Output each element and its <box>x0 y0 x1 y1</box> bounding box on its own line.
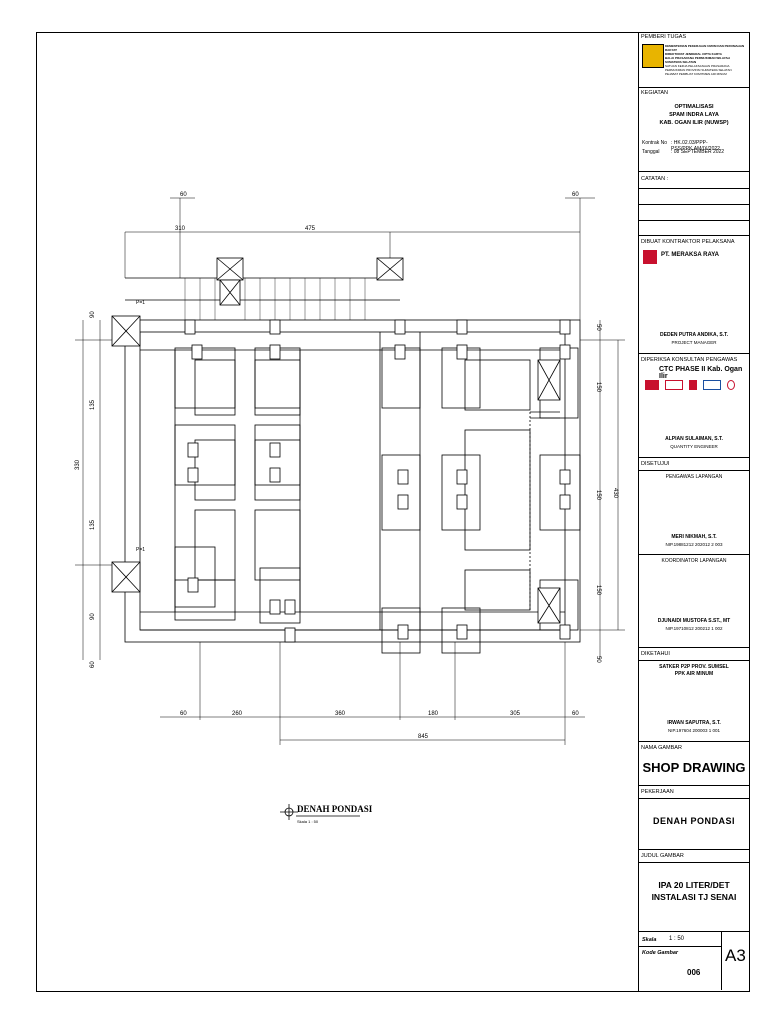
konsultan-role: QUANTITY ENGINEER <box>670 444 718 449</box>
dim-right-5: 150 <box>595 585 601 596</box>
dim-bottom-6: 60 <box>572 711 579 717</box>
dim-bottom-5: 305 <box>510 711 521 717</box>
dim-bottom-1: 60 <box>180 711 187 717</box>
koordinator-label: KOORDINATOR LAPANGAN <box>661 558 727 564</box>
pengawas-nip: NIP.19881212 202012 2 003 <box>665 542 723 547</box>
kode-gambar-value: 006 <box>687 968 701 977</box>
kontraktor-role: PROJECT MANAGER <box>671 340 717 345</box>
dim-left-5: 90 <box>90 613 96 620</box>
diketahui-org-1: SATKER P2P PROV. SUMSEL <box>659 664 729 670</box>
dim-right-1: 50 <box>595 324 601 331</box>
dim-top-left: 60 <box>180 192 187 198</box>
koordinator-name: DJUNAIDI MUSTOFA S.ST., MT <box>657 618 731 624</box>
dim-right-6: 50 <box>595 656 601 663</box>
dim-top-main: 475 <box>305 226 316 232</box>
label-diketahui: DIKETAHUI <box>641 651 670 657</box>
section-nama-gambar: NAMA GAMBAR SHOP DRAWING <box>639 742 749 786</box>
section-skala-kode: Skala 1 : 50 Kode Gambar 006 A3 <box>639 932 749 990</box>
dim-left-1: 90 <box>90 311 96 318</box>
kontrak-value: : HK.02.03/PPP-PSS/PPK.AM/IX/2022 <box>671 140 720 152</box>
koordinator-nip: NIP.19710812 200212 1 002 <box>665 626 723 631</box>
judul-line-2: INSTALASI TJ SENAI <box>651 892 737 902</box>
section-pemberi-tugas: PEMBERI TUGAS KEMENTERIAN PEKERJAAN UMUM… <box>639 32 749 88</box>
dim-right-3: 150 <box>595 490 601 501</box>
section-judul-gambar: JUDUL GAMBAR IPA 20 LITER/DET INSTALASI … <box>639 850 749 932</box>
dim-bottom-total: 845 <box>418 734 429 740</box>
label-disetujui: DISETUJUI <box>641 461 670 467</box>
kontrak-label: Kontrak No <box>642 140 668 146</box>
dim-top-right: 60 <box>572 192 579 198</box>
meraksa-logo-icon <box>643 250 657 264</box>
section-catatan: CATATAN : <box>639 172 749 236</box>
tanggal-value: : 08 SEPTEMBER 2022 <box>671 149 725 155</box>
konsultan-person: ALPIAN SULAIMAN, S.T. <box>665 436 723 442</box>
drawing-sheet-border <box>36 32 750 992</box>
dim-left-4: 135 <box>90 519 96 530</box>
label-kode-gambar: Kode Gambar <box>642 950 679 956</box>
dim-right-4: 430 <box>612 488 618 499</box>
section-disetujui: DISETUJUI PENGAWAS LAPANGAN MERI NIKMAH,… <box>639 458 749 648</box>
label-kontraktor: DIBUAT KONTRAKTOR PELAKSANA <box>641 239 735 245</box>
label-konsultan: DIPERIKSA KONSULTAN PENGAWAS <box>641 357 738 363</box>
dim-bottom-3: 360 <box>335 711 346 717</box>
konsultan-company: CTC PHASE II Kab. Ogan Ilir <box>659 366 743 380</box>
dim-left-3: 330 <box>75 459 81 470</box>
org-line-1: KEMENTERIAN PEKERJAAN UMUM DAN PERUMAHAN… <box>665 44 745 52</box>
judul-line-1: IPA 20 LITER/DET <box>658 880 730 890</box>
section-kegiatan: KEGIATAN OPTIMALISASI SPAM INDRA LAYA KA… <box>639 88 749 172</box>
consultant-logos-icon <box>645 380 741 390</box>
dim-bottom-2: 260 <box>232 711 243 717</box>
diketahui-org-2: PPK AIR MINUM <box>674 671 714 677</box>
diketahui-name: IRWAN SAPUTRA, S.T. <box>667 720 721 726</box>
kegiatan-line-2: SPAM INDRA LAYA <box>669 112 719 118</box>
tanggal-label: Tanggal <box>642 149 660 155</box>
dim-left-2: 135 <box>90 399 96 410</box>
dim-bottom-4: 180 <box>428 711 439 717</box>
pile-label-top: P=1 <box>136 300 145 306</box>
dim-top-offset: 310 <box>175 226 186 232</box>
kontraktor-person: DEDEN PUTRA ANDIKA, S.T. <box>660 332 728 338</box>
label-catatan: CATATAN : <box>641 176 669 182</box>
org-line-5: PEJABAT PEMBUAT KOMITMEN AIR MINUM <box>665 72 727 76</box>
nama-gambar-value: SHOP DRAWING <box>642 760 746 775</box>
org-line-2: DIREKTORAT JENDERAL CIPTA KARYA <box>665 52 722 56</box>
kegiatan-line-1: OPTIMALISASI <box>674 104 714 110</box>
drawing-caption-scale: Skala 1 : 50 <box>297 819 319 824</box>
kontraktor-company: PT. MERAKSA RAYA <box>661 252 720 258</box>
section-kontraktor: DIBUAT KONTRAKTOR PELAKSANA PT. MERAKSA … <box>639 236 749 354</box>
section-konsultan: DIPERIKSA KONSULTAN PENGAWAS CTC PHASE I… <box>639 354 749 458</box>
section-diketahui: DIKETAHUI SATKER P2P PROV. SUMSEL PPK AI… <box>639 648 749 742</box>
label-judul-gambar: JUDUL GAMBAR <box>641 853 684 859</box>
org-line-4: SATUAN KERJA PELAKSANAAN PRASARANA PERMU… <box>665 64 732 72</box>
section-pekerjaan: PEKERJAAN DENAH PONDASI <box>639 786 749 850</box>
kegiatan-line-3: KAB. OGAN ILIR (NUWSP) <box>659 120 729 126</box>
pekerjaan-value: DENAH PONDASI <box>652 816 735 826</box>
label-pemberi-tugas: PEMBERI TUGAS <box>641 34 687 40</box>
label-kegiatan: KEGIATAN <box>641 90 668 96</box>
drawing-caption: DENAH PONDASI <box>297 804 373 814</box>
label-skala: Skala <box>642 937 657 943</box>
skala-value: 1 : 50 <box>669 936 685 942</box>
paper-size: A3 <box>725 946 746 965</box>
label-pekerjaan: PEKERJAAN <box>641 789 674 795</box>
dim-right-2: 150 <box>595 382 601 393</box>
dim-left-6: 60 <box>90 661 96 668</box>
foundation-plan-drawing: 60 310 475 60 60 260 360 180 305 60 845 … <box>75 192 625 824</box>
org-line-3: BALAI PRASARANA PERMUKIMAN WILAYAH SUMAT… <box>665 56 730 64</box>
pupr-logo-icon <box>642 44 664 68</box>
label-nama-gambar: NAMA GAMBAR <box>641 745 682 751</box>
diketahui-nip: NIP.197604 200003 1 001 <box>668 728 720 733</box>
title-block: PEMBERI TUGAS KEMENTERIAN PEKERJAAN UMUM… <box>638 32 750 992</box>
pengawas-name: MERI NIKMAH, S.T. <box>671 534 717 540</box>
pengawas-label: PENGAWAS LAPANGAN <box>665 474 723 480</box>
pile-label-bottom: P=1 <box>136 547 145 553</box>
